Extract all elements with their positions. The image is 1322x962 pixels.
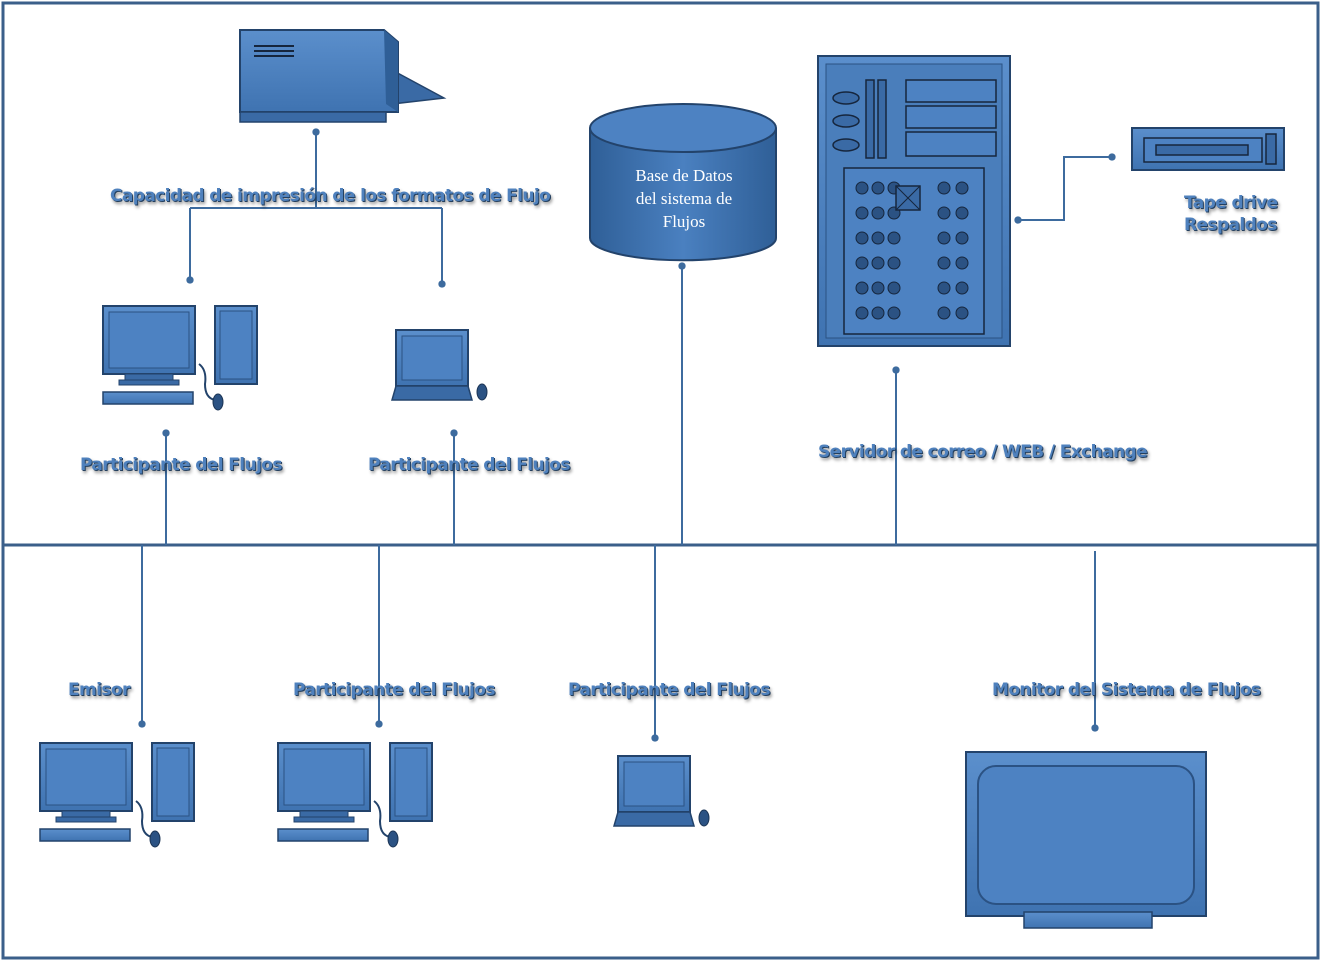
laptop-icon [391,329,488,401]
monitor-icon [965,751,1207,929]
participant-bottom-mid-label: Participante del Flujos [568,680,770,700]
printer-icon [239,29,447,123]
participant-top-left-label: Participante del Flujos [80,455,282,475]
emitter-label: Emisor [68,680,130,700]
tape-drive-icon [1131,127,1285,171]
participant-bottom-left-label: Participante del Flujos [293,680,495,700]
laptop-icon [613,755,710,827]
database-line-2: del sistema de [635,189,733,208]
connectors [138,128,1116,742]
desktop-computer-icon [102,305,258,411]
participant-top-mid-label: Participante del Flujos [368,455,570,475]
database-line-1: Base de Datos [635,166,733,185]
print-capacity-label: Capacidad de impresión de los formatos d… [110,186,551,206]
desktop-computer-icon [39,742,195,848]
database-cylinder-icon [589,103,777,262]
bottom-section-border [1,543,1320,960]
server-label: Servidor de correo / WEB / Exchange [818,442,1148,462]
database-label: Base de Datos del sistema de Flujos [604,164,764,233]
server-tower-icon [817,55,1011,347]
monitor-label: Monitor del Sistema de Flujos [992,680,1261,700]
backups-label: Respaldos [1184,215,1277,235]
tape-drive-label: Tape drive [1184,193,1278,213]
database-line-3: Flujos [662,212,706,231]
desktop-computer-icon [277,742,433,848]
